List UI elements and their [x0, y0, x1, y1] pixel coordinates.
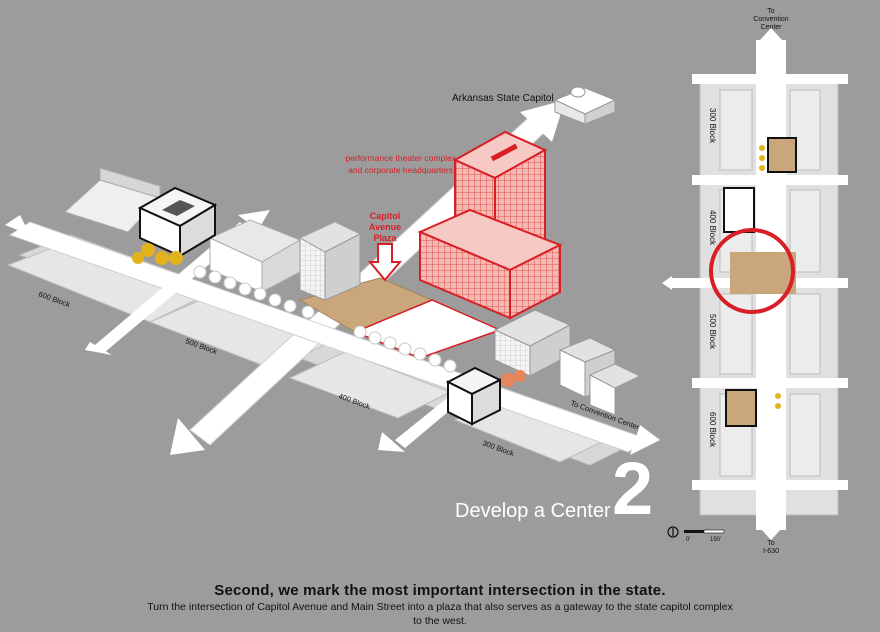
plan-arrow-north — [760, 28, 782, 40]
scale-bar — [684, 529, 725, 534]
arrow-cross-1b — [85, 342, 112, 355]
street-trees-yellow — [132, 243, 183, 265]
theater-hq-tower — [417, 130, 563, 320]
scale-end-label: 150' — [710, 537, 721, 543]
infill-building-south — [445, 366, 503, 426]
plan-focus-circle — [709, 228, 795, 314]
north-arrow-icon — [667, 526, 679, 538]
plan-cross-street-2 — [692, 175, 848, 185]
arrow-south-capitol-ave — [170, 418, 205, 455]
plan-plaza — [730, 252, 796, 294]
buildings-south-row — [493, 309, 642, 416]
theater-label-2: and corporate headquarters — [348, 165, 453, 175]
plan-view — [662, 28, 848, 540]
arrow-cross-1 — [238, 210, 270, 230]
street-block-label-600: 600 Block — [37, 289, 71, 309]
plan-building-hq — [723, 187, 755, 233]
plaza-arrow-icon — [367, 243, 403, 282]
scale-zero-label: 0' — [686, 537, 690, 543]
arrow-to-capitol — [520, 100, 565, 142]
plan-top-label-1: To — [767, 8, 775, 15]
caption: Second, we mark the most important inter… — [0, 582, 880, 627]
plan-top-label-2: Convention — [753, 16, 789, 23]
street-trees-orange — [501, 370, 526, 387]
plan-cross-street-5 — [692, 480, 848, 490]
capitol-building-icon — [553, 86, 617, 125]
caption-line-1: Turn the intersection of Capitol Avenue … — [147, 601, 733, 613]
caption-line-2: to the west. — [413, 615, 467, 627]
step-number: 2 — [612, 447, 654, 530]
plan-block-400: 400 Block — [708, 210, 717, 246]
plaza-label-1: Capitol — [370, 211, 401, 221]
plan-block-300: 300 Block — [708, 108, 717, 144]
buildings-north-row — [64, 167, 362, 301]
arrow-east-main — [630, 425, 660, 455]
plan-block-500: 500 Block — [708, 314, 717, 350]
plan-bottom-label-1: To — [767, 540, 775, 547]
plan-block-600: 600 Block — [708, 412, 717, 448]
plan-trees — [759, 145, 781, 409]
plan-bottom-label-2: I-630 — [763, 548, 779, 555]
plan-cross-street-4 — [692, 378, 848, 388]
arrow-west-main — [5, 215, 30, 235]
plan-cross-street-1 — [692, 74, 848, 84]
plan-arrow-south — [760, 528, 782, 540]
caption-headline: Second, we mark the most important inter… — [214, 582, 666, 599]
plan-arrow-west — [662, 276, 672, 290]
theater-label-1: performance theater complex — [345, 153, 456, 163]
plan-top-label-3: Center — [760, 24, 782, 31]
capitol-label: Arkansas State Capitol — [452, 93, 554, 104]
step-title: Develop a Center — [455, 500, 611, 522]
plaza-label-3: Plaza — [373, 233, 397, 243]
plan-building-south — [725, 389, 757, 427]
plaza-label-2: Avenue — [369, 222, 401, 232]
axon-site — [5, 86, 660, 466]
plan-building-north — [767, 137, 797, 173]
arrow-cross-3 — [378, 432, 405, 452]
street-trees-white — [193, 265, 457, 373]
